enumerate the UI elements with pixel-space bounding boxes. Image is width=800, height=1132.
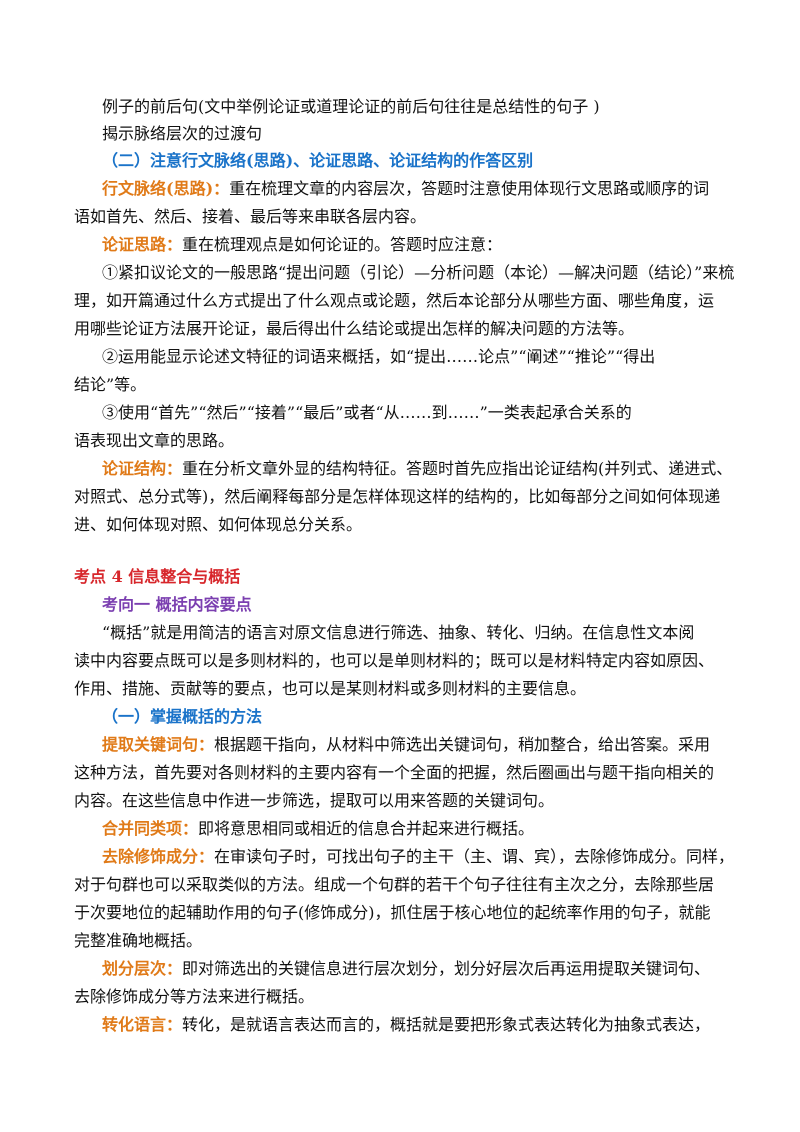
paragraph-line: “概括”就是用简洁的语言对原文信息进行筛选、抽象、转化、归纳。在信息性文本阅 [102,623,695,642]
paragraph-line: 读中内容要点既可以是多则材料的，也可以是单则材料的；既可以是材料特定内容如原因、 [74,651,715,670]
paragraph-line: 语如首先、然后、接着、最后等来串联各层内容。 [74,207,427,226]
kaoxiang-subheading: 考向一 概括内容要点 [102,595,252,614]
paragraph-text: 根据题干指向，从材料中筛选出关键词句，稍加整合，给出答案。采用 [214,735,711,754]
term-label: 划分层次： [102,959,183,978]
paragraph-line: 合并同类项：即将意思相同或相近的信息合并起来进行概括。 [0,818,800,840]
paragraph-text: 在审读句子时，可找出句子的主干（主、谓、宾），去除修饰成分。同样， [214,847,735,866]
paragraph-line: 转化语言：转化，是就语言表达而言的，概括就是要把形象式表达转化为抽象式表达， [0,1014,800,1036]
paragraph-line: 对照式、总分式等)，然后阐释每部分是怎样体现这样的结构的，比如每部分之间如何体现… [74,487,721,506]
term-label: 合并同类项： [102,819,199,838]
paragraph-line: 行文脉络(思路)：重在梳理文章的内容层次，答题时注意使用体现行文思路或顺序的词 [0,178,800,200]
paragraph-text: 重在梳理观点是如何论证的。答题时应注意： [182,235,503,254]
section-heading: （二）注意行文脉络(思路)、论证思路、论证结构的作答区别 [102,151,534,170]
list-item-line: 用哪些论证方法展开论证，最后得出什么结论或提出怎样的解决问题的方法等。 [74,319,635,338]
list-item-line: 理，如开篇通过什么方式提出了什么观点或论题，然后本论部分从哪些方面、哪些角度，运 [74,291,715,310]
term-label: 转化语言： [102,1015,183,1034]
list-item-line: ③使用“首先”“然后”“接着”“最后”或者“从……到……”一类表起承合关系的 [102,403,632,422]
paragraph-line: 进、如何体现对照、如何体现总分关系。 [74,515,363,534]
paragraph-line: 去除修饰成分：在审读句子时，可找出句子的主干（主、谓、宾），去除修饰成分。同样， [0,846,800,868]
paragraph-line: 论证结构：重在分析文章外显的结构特征。答题时首先应指出论证结构(并列式、递进式、 [0,458,800,480]
term-label: 论证思路： [102,235,183,254]
section-heading: （一）掌握概括的方法 [102,707,263,726]
list-item-line: ②运用能显示论述文特征的词语来概括，如“提出……论点”“阐述”“推论”“得出 [102,347,656,366]
list-item-line: 语表现出文章的思路。 [74,431,235,450]
list-item-line: ①紧扣议论文的一般思路“提出问题（引论）—分析问题（本论）—解决问题（结论）”来… [102,263,735,282]
term-label: 去除修饰成分： [102,847,215,866]
paragraph-line: 内容。在这些信息中作进一步筛选，提取可以用来答题的关键词句。 [74,791,555,810]
term-label: 论证结构： [102,459,183,478]
paragraph-line: 去除修饰成分等方法来进行概括。 [74,987,315,1006]
paragraph-text: 重在梳理文章的内容层次，答题时注意使用体现行文思路或顺序的词 [229,179,710,198]
paragraph-line: 这种方法，首先要对各则材料的主要内容有一个全面的把握，然后圈画出与题干指向相关的 [74,763,715,782]
paragraph-text: 即对筛选出的关键信息进行层次划分，划分好层次后再运用提取关键词句、 [182,959,711,978]
paragraph-line: 论证思路：重在梳理观点是如何论证的。答题时应注意： [0,234,800,256]
paragraph-line: 作用、措施、贡献等的要点，也可以是某则材料或多则材料的主要信息。 [74,679,587,698]
paragraph-line: 对于句群也可以采取类似的方法。组成一个句群的若干个句子往往有主次之分，去除那些居 [74,875,715,894]
paragraph-text: 重在分析文章外显的结构特征。答题时首先应指出论证结构(并列式、递进式、 [182,459,733,478]
paragraph-line: 提取关键词句：根据题干指向，从材料中筛选出关键词句，稍加整合，给出答案。采用 [0,734,800,756]
list-item-line: 结论”等。 [74,375,147,394]
paragraph-text: 即将意思相同或相近的信息合并起来进行概括。 [198,819,535,838]
body-line: 揭示脉络层次的过渡句 [102,124,263,143]
kaodian-heading: 考点 4 信息整合与概括 [74,567,241,586]
term-label: 提取关键词句： [102,735,215,754]
paragraph-line: 划分层次：即对筛选出的关键信息进行层次划分，划分好层次后再运用提取关键词句、 [0,958,800,980]
paragraph-line: 完整准确地概括。 [74,931,203,950]
term-label: 行文脉络(思路)： [102,179,230,198]
paragraph-text: 转化，是就语言表达而言的，概括就是要把形象式表达转化为抽象式表达， [182,1015,711,1034]
paragraph-line: 于次要地位的起辅助作用的句子(修饰成分)，抓住居于核心地位的起统率作用的句子，就… [74,903,711,922]
body-line: 例子的前后句(文中举例论证或道理论证的前后句往往是总结性的句子 ) [102,97,600,116]
